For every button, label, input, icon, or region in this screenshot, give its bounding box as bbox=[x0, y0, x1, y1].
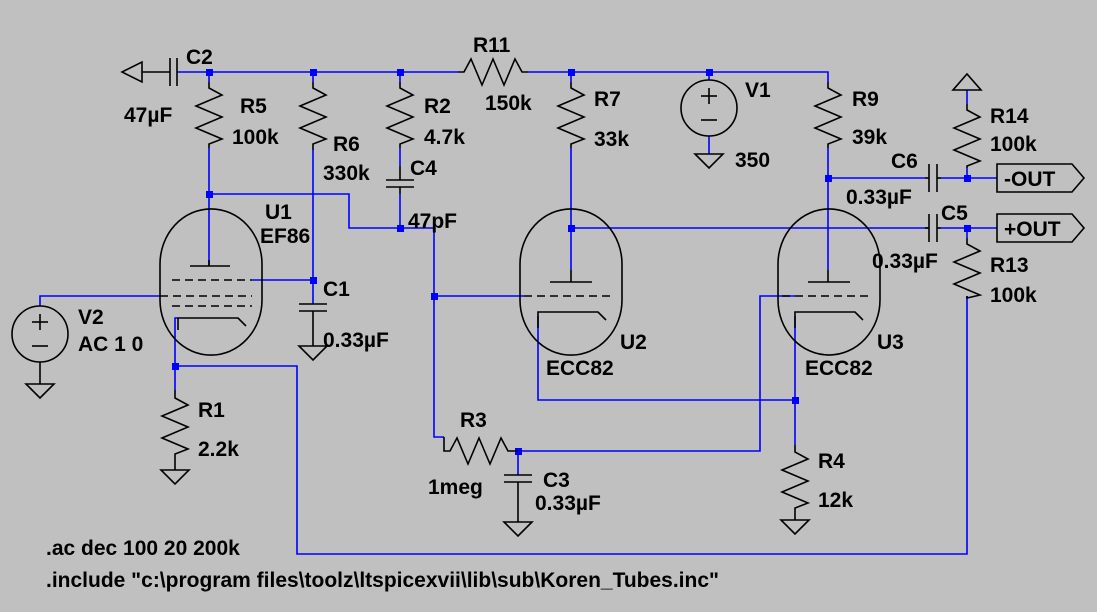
resistor-r5[interactable]: R5 100k bbox=[193, 82, 279, 149]
c5-value: 0.33µF bbox=[872, 250, 938, 273]
port-out-minus-label: -OUT bbox=[1004, 168, 1055, 191]
u3-value: ECC82 bbox=[805, 357, 873, 380]
c1-ref: C1 bbox=[323, 278, 350, 301]
c1-value: 0.33µF bbox=[323, 329, 389, 352]
resistor-r1[interactable]: R1 2.2k bbox=[159, 390, 239, 486]
v1-ref: V1 bbox=[745, 79, 771, 102]
v1-value: 350 bbox=[735, 149, 770, 172]
r14-value: 100k bbox=[990, 133, 1037, 156]
port-out-plus[interactable]: +OUT bbox=[996, 213, 1086, 243]
r5-ref: R5 bbox=[240, 95, 267, 118]
c5-ref: C5 bbox=[941, 202, 968, 225]
resistor-r13[interactable]: R13 100k bbox=[951, 238, 1037, 307]
c3-ref: C3 bbox=[543, 469, 570, 492]
u1-ref: U1 bbox=[265, 201, 292, 224]
capacitor-c3[interactable]: C3 0.33µF bbox=[502, 469, 601, 538]
r2-ref: R2 bbox=[424, 95, 451, 118]
c6-ref: C6 bbox=[891, 150, 918, 173]
junctions bbox=[172, 69, 971, 455]
resistor-r14[interactable]: R14 100k bbox=[951, 72, 1037, 168]
c3-value: 0.33µF bbox=[535, 492, 601, 515]
capacitor-c1[interactable]: C1 0.33µF bbox=[297, 278, 389, 362]
r4-value: 12k bbox=[818, 489, 853, 512]
resistor-r4[interactable]: R4 12k bbox=[779, 445, 853, 536]
resistor-r9[interactable]: R9 39k bbox=[812, 82, 887, 149]
capacitor-c4[interactable]: C4 47pF bbox=[386, 157, 457, 233]
u1-value: EF86 bbox=[260, 225, 310, 248]
c4-ref: C4 bbox=[410, 157, 437, 180]
v2-ref: V2 bbox=[78, 306, 104, 329]
voltage-source-v2[interactable]: V2 AC 1 0 bbox=[11, 305, 143, 400]
r13-ref: R13 bbox=[990, 254, 1029, 277]
r7-value: 33k bbox=[594, 128, 629, 151]
tube-u1[interactable]: U1 EF86 bbox=[159, 201, 310, 356]
tube-u2[interactable]: U2 ECC82 bbox=[519, 208, 647, 380]
resistor-r3[interactable]: R3 1meg bbox=[428, 409, 518, 499]
c2-value: 47µF bbox=[124, 104, 172, 127]
resistor-r7[interactable]: R7 33k bbox=[555, 82, 629, 151]
r9-ref: R9 bbox=[852, 88, 879, 111]
r3-value: 1meg bbox=[428, 476, 483, 499]
directive-ac[interactable]: .ac dec 100 20 200k bbox=[46, 537, 240, 560]
port-out-minus[interactable]: -OUT bbox=[996, 163, 1086, 193]
resistor-r6[interactable]: R6 330k bbox=[297, 82, 370, 185]
r6-value: 330k bbox=[323, 162, 370, 185]
port-out-plus-label: +OUT bbox=[1004, 218, 1061, 241]
u3-ref: U3 bbox=[877, 331, 904, 354]
u2-value: ECC82 bbox=[546, 357, 614, 380]
c4-value: 47pF bbox=[408, 210, 457, 233]
r11-ref: R11 bbox=[473, 34, 511, 57]
c6-value: 0.33µF bbox=[846, 186, 912, 209]
r14-ref: R14 bbox=[990, 105, 1029, 128]
r3-ref: R3 bbox=[460, 409, 487, 432]
v2-value: AC 1 0 bbox=[78, 333, 143, 356]
tube-u3[interactable]: U3 ECC82 bbox=[777, 208, 904, 380]
capacitor-c6[interactable]: C6 0.33µF bbox=[846, 150, 941, 209]
resistor-r11[interactable]: R11 150k bbox=[458, 34, 532, 115]
r7-ref: R7 bbox=[594, 88, 621, 111]
r13-value: 100k bbox=[990, 284, 1037, 307]
directive-include[interactable]: .include "c:\program files\toolz\ltspice… bbox=[46, 569, 719, 592]
r9-value: 39k bbox=[852, 126, 887, 149]
resistor-r2[interactable]: R2 4.7k bbox=[384, 82, 465, 149]
r2-value: 4.7k bbox=[424, 126, 465, 149]
capacitor-c2[interactable]: C2 47µF bbox=[120, 46, 213, 127]
r1-value: 2.2k bbox=[198, 438, 239, 461]
r1-ref: R1 bbox=[198, 399, 225, 422]
r5-value: 100k bbox=[232, 126, 279, 149]
r6-ref: R6 bbox=[333, 133, 360, 156]
u2-ref: U2 bbox=[620, 331, 647, 354]
r11-value: 150k bbox=[485, 92, 532, 115]
voltage-source-v1[interactable]: V1 350 bbox=[680, 79, 771, 172]
r4-ref: R4 bbox=[818, 450, 845, 473]
c2-ref: C2 bbox=[186, 46, 213, 69]
capacitor-c5[interactable]: C5 0.33µF bbox=[872, 202, 968, 273]
